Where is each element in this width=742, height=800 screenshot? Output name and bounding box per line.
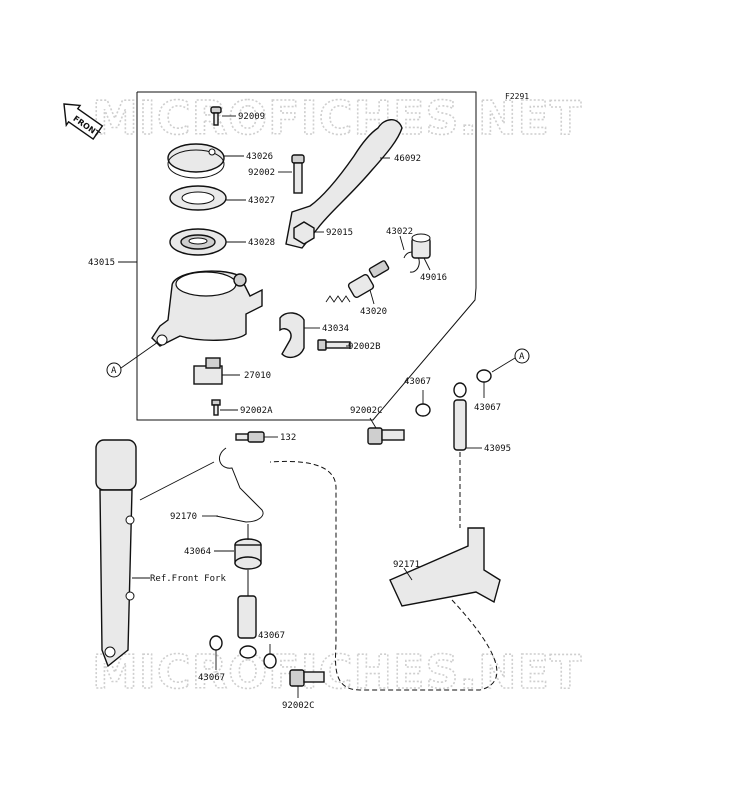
bracket-bolt-icon	[235, 431, 265, 443]
lower-hose-fitting-icon	[237, 595, 257, 659]
pivot-bolt-icon	[291, 154, 305, 194]
callout-a-right-leader	[491, 357, 516, 373]
label-43027: 43027	[248, 196, 275, 206]
label-92002: 92002	[248, 168, 275, 178]
hose-bracket-icon	[389, 527, 501, 607]
brake-lever-icon	[285, 119, 403, 249]
reservoir-cap-icon	[167, 143, 225, 179]
label-43022: 43022	[386, 227, 413, 237]
switch-screw-icon	[211, 399, 221, 416]
label-49016: 49016	[420, 273, 447, 283]
label-92002A: 92002A	[240, 406, 273, 416]
washer-upper-right-icon	[476, 369, 492, 383]
assembly-frame	[136, 91, 477, 421]
lever-boss-icon	[233, 273, 247, 287]
label-43064: 43064	[184, 547, 211, 557]
diagram-code: F2291	[505, 92, 529, 101]
handlebar-clamp-icon	[279, 312, 305, 359]
label-43028: 43028	[248, 238, 275, 248]
watermark-top: MICROFICHES.NET	[92, 91, 582, 145]
grommet-icon	[234, 538, 262, 570]
label-92015: 92015	[326, 228, 353, 238]
washer-upper-left-icon	[415, 403, 431, 417]
diaphragm-icon	[169, 228, 227, 256]
part-labels: 92009 43026 92002 46092 43027 43028 4302…	[88, 112, 511, 711]
banjo-bolt-upper-icon	[367, 427, 405, 445]
callout-a-right	[514, 348, 530, 364]
nut-92015-icon	[293, 221, 315, 245]
front-fork-icon	[95, 439, 137, 668]
upper-hose-fitting-icon	[453, 382, 467, 451]
label-ref-front-fork: Ref.Front Fork	[150, 574, 226, 584]
washer-lower-right-icon	[263, 653, 277, 669]
label-43026: 43026	[246, 152, 273, 162]
diaphragm-plate-icon	[169, 185, 227, 211]
screw-92009-icon	[210, 106, 222, 126]
label-92170: 92170	[170, 512, 197, 522]
label-43067-upper-left: 43067	[404, 377, 431, 387]
label-43020: 43020	[360, 307, 387, 317]
callout-a-right-label: A	[519, 352, 525, 362]
label-43015: 43015	[88, 258, 115, 268]
hose-clamp-icon	[215, 447, 264, 523]
callout-a-left	[106, 362, 122, 378]
brake-hose-icon	[269, 452, 498, 691]
label-43067-lower-right: 43067	[258, 631, 285, 641]
label-46092: 46092	[394, 154, 421, 164]
reservoir-opening-icon	[175, 271, 237, 297]
callout-a-left-leader	[120, 341, 159, 369]
label-132: 132	[280, 433, 296, 443]
label-43095: 43095	[484, 444, 511, 454]
banjo-bolt-lower-icon	[289, 669, 325, 687]
outlet-port-icon	[156, 334, 168, 346]
dust-boot-icon	[411, 233, 431, 259]
label-92171: 92171	[393, 560, 420, 570]
washer-lower-left-icon	[209, 635, 223, 651]
label-92002C-lower: 92002C	[282, 701, 315, 711]
label-92002B: 92002B	[348, 342, 381, 352]
label-92009: 92009	[238, 112, 265, 122]
clamp-bolt-icon	[317, 339, 351, 351]
piston-assembly-icon	[325, 260, 390, 303]
brake-switch-icon	[193, 357, 223, 385]
callout-a-left-label: A	[111, 366, 117, 376]
label-43067-lower-left: 43067	[198, 673, 225, 683]
label-27010: 27010	[244, 371, 271, 381]
label-43067-upper-right: 43067	[474, 403, 501, 413]
label-92002C-upper: 92002C	[350, 406, 383, 416]
label-43034: 43034	[322, 324, 349, 334]
